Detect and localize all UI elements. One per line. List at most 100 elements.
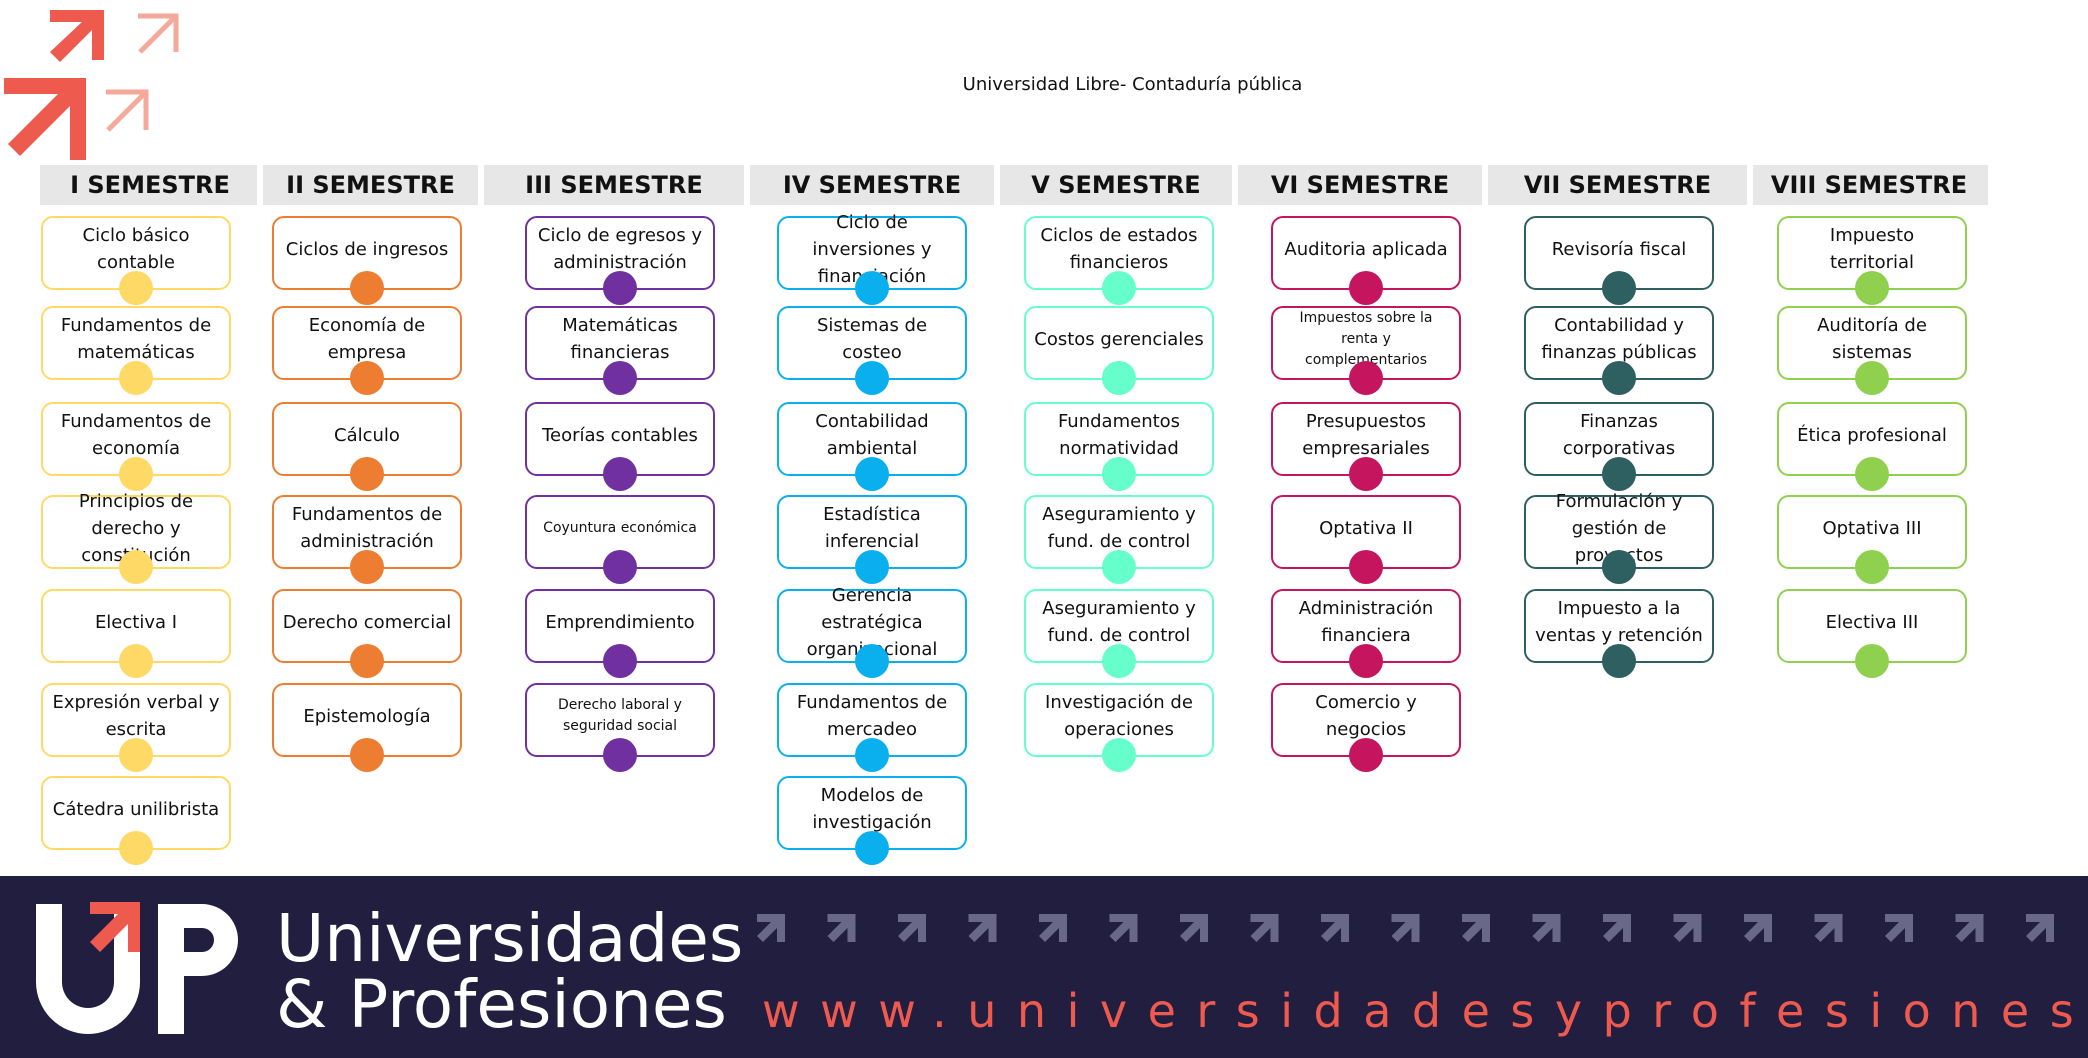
- course-box[interactable]: Electiva III: [1777, 589, 1967, 678]
- course-box[interactable]: Economía de empresa: [272, 306, 462, 395]
- course-box[interactable]: Sistemas de costeo: [777, 306, 967, 395]
- course-dot: [119, 271, 153, 305]
- course-box[interactable]: Ciclo de egresos y administración: [525, 216, 715, 305]
- course-dot: [603, 644, 637, 678]
- course-box[interactable]: Ciclos de ingresos: [272, 216, 462, 305]
- course-name: Sistemas de costeo: [816, 315, 928, 363]
- course-box[interactable]: Impuesto a la ventas y retención: [1524, 589, 1714, 678]
- chevron-up-right-icon: [1673, 914, 1702, 942]
- semester-header: V SEMESTRE: [1031, 171, 1201, 199]
- course-box[interactable]: Emprendimiento: [525, 589, 715, 678]
- course-dot: [1855, 457, 1889, 491]
- course-name: Derecho laboral y seguridad social: [558, 697, 682, 734]
- course-box[interactable]: Cátedra unilibrista: [41, 776, 231, 865]
- header-divider: [994, 165, 1000, 205]
- course-box[interactable]: Ciclo básico contable: [41, 216, 231, 305]
- course-name: Contabilidad y finanzas públicas: [1541, 315, 1697, 363]
- course-box[interactable]: Auditoría de sistemas: [1777, 306, 1967, 395]
- course-box[interactable]: Optativa III: [1777, 495, 1967, 584]
- footer-url[interactable]: www.universidadesyprofesiones.com: [762, 984, 2088, 1038]
- course-dot: [1855, 644, 1889, 678]
- course-box[interactable]: Formulación y gestión de proyectos: [1524, 491, 1714, 584]
- course-dot: [1602, 644, 1636, 678]
- course-box[interactable]: Comercio y negocios: [1271, 683, 1461, 772]
- course-box[interactable]: Ciclo de inversiones y financiación: [777, 212, 967, 305]
- course-box[interactable]: Auditoria aplicada: [1271, 216, 1461, 305]
- course-box[interactable]: Revisoría fiscal: [1524, 216, 1714, 305]
- course-name: Aseguramiento y fund. de control: [1042, 598, 1196, 646]
- course-box[interactable]: Fundamentos normatividad: [1024, 402, 1214, 491]
- course-box[interactable]: Administración financiera: [1271, 589, 1461, 678]
- course-name: Coyuntura económica: [543, 519, 697, 536]
- course-box[interactable]: Coyuntura económica: [525, 495, 715, 584]
- course-box[interactable]: Estadística inferencial: [777, 495, 967, 584]
- course-box[interactable]: Derecho comercial: [272, 589, 462, 678]
- course-box[interactable]: Principios de derecho y constitución: [41, 491, 231, 584]
- course-box[interactable]: Finanzas corporativas: [1524, 402, 1714, 491]
- course-box[interactable]: Contabilidad ambiental: [777, 402, 967, 491]
- course-box[interactable]: Fundamentos de mercadeo: [777, 683, 967, 772]
- course-dot: [1349, 271, 1383, 305]
- course-box[interactable]: Optativa II: [1271, 495, 1461, 584]
- chevron-up-right-icon: [1039, 914, 1067, 942]
- footer: Universidades & Profesiones www.universi…: [0, 876, 2088, 1058]
- chevron-up-right-icon: [1391, 914, 1420, 942]
- course-dot: [603, 361, 637, 395]
- brand-line-1: Universidades: [276, 900, 744, 977]
- course-box[interactable]: Impuestos sobre la renta y complementari…: [1271, 306, 1461, 395]
- course-name: Revisoría fiscal: [1551, 238, 1687, 260]
- chevron-up-right-icon: [1603, 914, 1631, 942]
- course-dot: [603, 738, 637, 772]
- course-dot: [119, 738, 153, 772]
- chevron-up-right-icon: [1955, 914, 1984, 942]
- course-box[interactable]: Fundamentos de matemáticas: [41, 306, 231, 395]
- course-name: Ciclo de egresos y administración: [537, 225, 703, 273]
- course-dot: [1102, 271, 1136, 305]
- course-name: Impuesto territorial: [1829, 225, 1915, 273]
- course-box[interactable]: Aseguramiento y fund. de control: [1024, 589, 1214, 678]
- course-box[interactable]: Teorías contables: [525, 402, 715, 491]
- chevron-up-right-icon: [1814, 914, 1843, 942]
- course-box[interactable]: Gerencia estratégica organizacional: [777, 585, 967, 678]
- arrow-up-right-icon: [4, 10, 179, 160]
- course-box[interactable]: Modelos de investigación: [777, 776, 967, 865]
- course-dot: [1349, 738, 1383, 772]
- course-box[interactable]: Fundamentos de economía: [41, 402, 231, 491]
- semester-header: IV SEMESTRE: [782, 171, 962, 199]
- course-box[interactable]: Derecho laboral y seguridad social: [525, 683, 715, 772]
- course-dot: [1102, 644, 1136, 678]
- course-box[interactable]: Matemáticas financieras: [525, 306, 715, 395]
- course-name: Comercio y negocios: [1315, 692, 1417, 740]
- course-box[interactable]: Fundamentos de administración: [272, 495, 462, 584]
- course-box[interactable]: Expresión verbal y escrita: [41, 683, 231, 772]
- course-box[interactable]: Investigación de operaciones: [1024, 683, 1214, 772]
- course-dot: [350, 457, 384, 491]
- course-name: Epistemología: [303, 705, 431, 727]
- course-box[interactable]: Ética profesional: [1777, 402, 1967, 491]
- chevron-up-right-icon: [2026, 914, 2054, 942]
- chevron-up-right-icon: [1885, 914, 1913, 942]
- course-box[interactable]: Costos gerenciales: [1024, 306, 1214, 395]
- course-dot: [855, 271, 889, 305]
- course-box[interactable]: Aseguramiento y fund. de control: [1024, 495, 1214, 584]
- course-name: Derecho comercial: [282, 611, 452, 633]
- course-dot: [1102, 738, 1136, 772]
- course-box[interactable]: Cálculo: [272, 402, 462, 491]
- course-dot: [1855, 271, 1889, 305]
- course-name: Fundamentos normatividad: [1057, 411, 1181, 459]
- course-name: Teorías contables: [542, 424, 698, 446]
- course-box[interactable]: Contabilidad y finanzas públicas: [1524, 306, 1714, 395]
- course-box[interactable]: Electiva I: [41, 589, 231, 678]
- course-box[interactable]: Presupuestos empresariales: [1271, 402, 1461, 491]
- course-dot: [350, 271, 384, 305]
- course-dot: [855, 644, 889, 678]
- course-name: Economía de empresa: [308, 315, 426, 363]
- chevron-up-right-icon: [1109, 914, 1138, 942]
- course-box[interactable]: Ciclos de estados financieros: [1024, 216, 1214, 305]
- course-box[interactable]: Epistemología: [272, 683, 462, 772]
- course-dot: [855, 361, 889, 395]
- course-dot: [1602, 457, 1636, 491]
- course-box[interactable]: Impuesto territorial: [1777, 216, 1967, 305]
- course-dot: [119, 831, 153, 865]
- course-name: Aseguramiento y fund. de control: [1042, 504, 1196, 552]
